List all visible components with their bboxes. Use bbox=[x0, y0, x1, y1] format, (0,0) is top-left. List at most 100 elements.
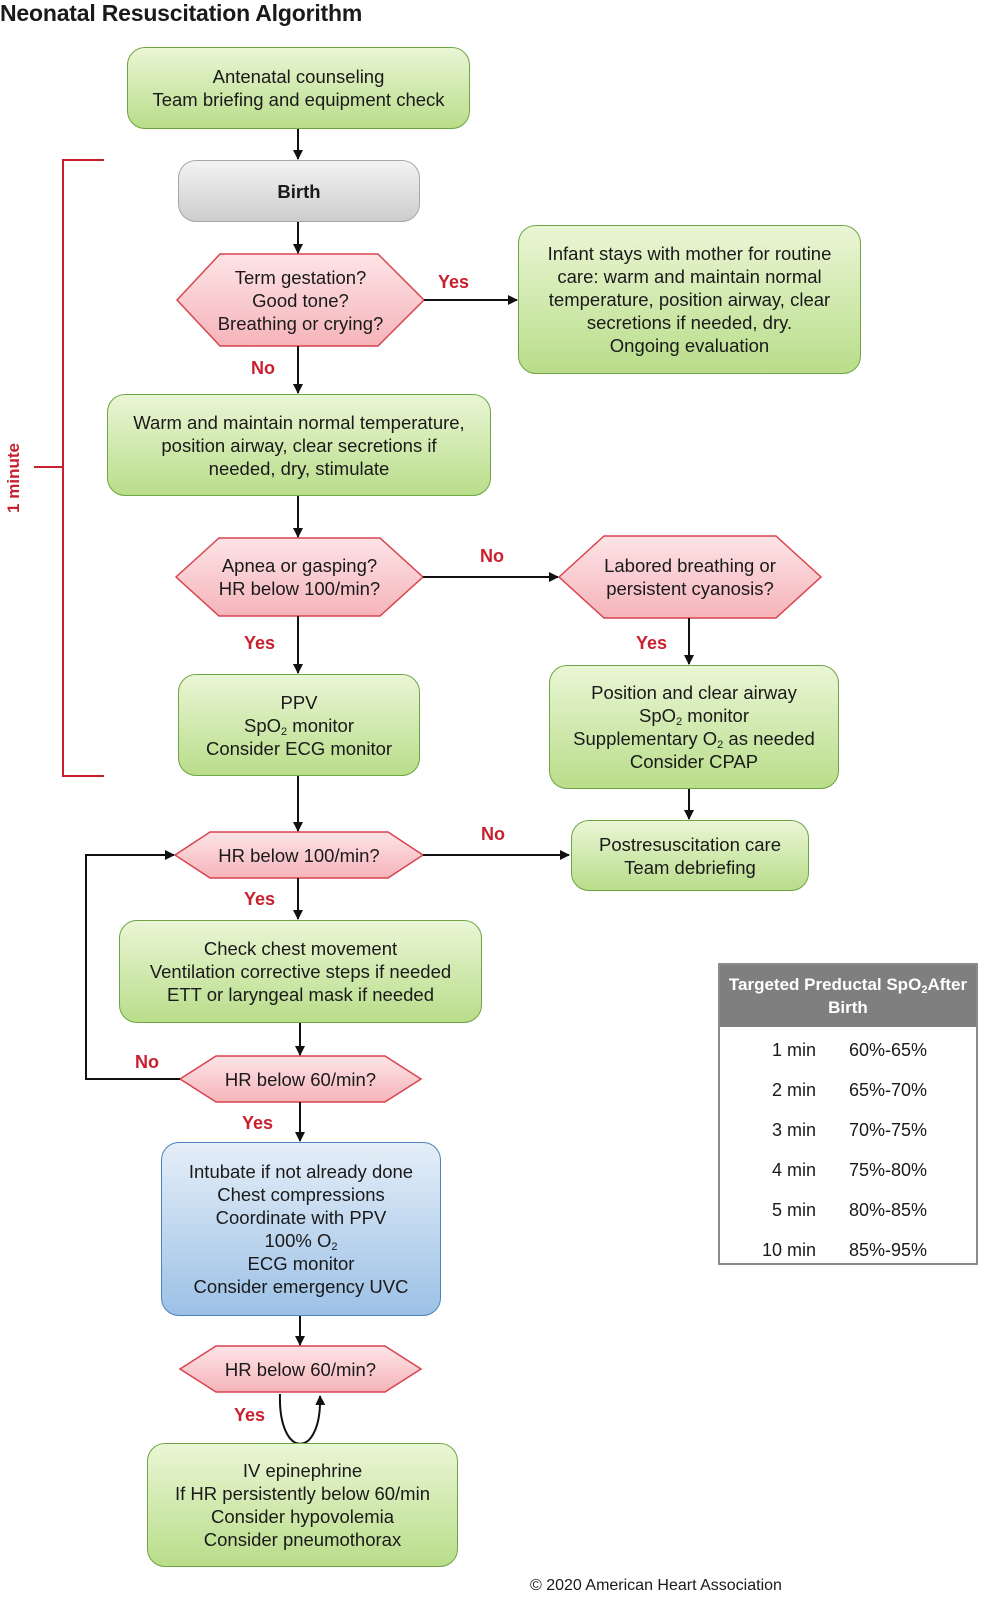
node-line: position airway, clear secretions if bbox=[161, 434, 437, 456]
node-line: Term gestation? bbox=[234, 266, 367, 288]
node-line: needed, dry, stimulate bbox=[208, 457, 390, 479]
label-hr60-first-no: No bbox=[135, 1052, 159, 1072]
node-line: Antenatal counseling bbox=[212, 66, 385, 87]
node-line: Team briefing and equipment check bbox=[152, 89, 445, 110]
node-line: Intubate if not already done bbox=[188, 1161, 414, 1182]
decision-apnea: Apnea or gasping?HR below 100/min? bbox=[176, 538, 423, 616]
node-line: Targeted Preductal SpO2 bbox=[728, 975, 928, 996]
node-line: SpO2 monitor bbox=[639, 705, 749, 728]
node-line: ETT or laryngeal mask if needed bbox=[166, 984, 434, 1005]
spo2-table-header: Targeted Preductal SpO2After Birth bbox=[720, 965, 976, 1027]
decision-term-gestation: Term gestation?Good tone?Breathing or cr… bbox=[177, 254, 424, 346]
node-line: secretions if needed, dry. bbox=[586, 312, 793, 333]
node-line: Team debriefing bbox=[624, 856, 756, 878]
table-row: 1 min 60%-65% bbox=[720, 1030, 976, 1070]
time-cell: 2 min bbox=[771, 1079, 816, 1100]
table-row: 2 min 65%-70% bbox=[720, 1070, 976, 1110]
node-line: If HR persistently below 60/min bbox=[175, 1483, 430, 1504]
node-line: PPV bbox=[280, 691, 318, 713]
table-row: 4 min 75%-80% bbox=[720, 1150, 976, 1190]
range-cell: 80%-85% bbox=[848, 1199, 928, 1220]
birth-box: Birth bbox=[178, 160, 420, 222]
node-line: Chest compressions bbox=[217, 1184, 385, 1205]
node-line: Consider hypovolemia bbox=[210, 1506, 395, 1527]
copyright-notice: © 2020 American Heart Association bbox=[530, 1577, 782, 1594]
node-line: HR below 60/min? bbox=[224, 1358, 377, 1380]
label-term-yes: Yes bbox=[438, 272, 470, 292]
node-line: Position and clear airway bbox=[591, 682, 797, 703]
range-cell: 65%-70% bbox=[848, 1079, 928, 1100]
node-line: Supplementary O2 as needed bbox=[573, 728, 815, 751]
node-line: Consider pneumothorax bbox=[203, 1529, 402, 1550]
spo2-table-body: 1 min 60%-65% 2 min 65%-70% 3 min 70%-75% 4… bbox=[720, 1027, 976, 1270]
label-apnea-yes: Yes bbox=[244, 633, 276, 653]
time-cell: 4 min bbox=[771, 1159, 816, 1180]
label-apnea-no: No bbox=[480, 546, 504, 566]
time-cell: 3 min bbox=[771, 1119, 816, 1140]
range-cell: 70%-75% bbox=[848, 1119, 928, 1140]
label-hr100-yes: Yes bbox=[244, 889, 276, 909]
spo2-target-table: Targeted Preductal SpO2After Birth 1 min… bbox=[718, 963, 978, 1265]
node-line: Check chest movement bbox=[203, 938, 398, 959]
node-line: ECG monitor bbox=[247, 1253, 355, 1274]
node-line: Consider CPAP bbox=[629, 751, 759, 772]
node-line: Labored breathing or bbox=[604, 555, 776, 576]
node-line: IV epinephrine bbox=[242, 1460, 363, 1481]
decision-shapes bbox=[173, 253, 823, 1393]
node-line: HR below 100/min? bbox=[218, 578, 381, 599]
node-line: Consider ECG monitor bbox=[205, 737, 393, 759]
label-hr100-no: No bbox=[481, 824, 505, 844]
range-cell: 75%-80% bbox=[848, 1159, 928, 1180]
node-line: HR below 100/min? bbox=[218, 844, 380, 866]
label-labored-yes: Yes bbox=[636, 633, 668, 653]
range-cell: 60%-65% bbox=[848, 1039, 928, 1060]
one-minute-label: 1 minute bbox=[4, 443, 23, 513]
node-line: After Birth bbox=[828, 975, 968, 1017]
node-line: Coordinate with PPV bbox=[215, 1207, 387, 1228]
node-line: Ventilation corrective steps if needed bbox=[149, 961, 452, 982]
label-term-no: No bbox=[251, 358, 275, 378]
label-hr60-second-yes: Yes bbox=[234, 1405, 266, 1425]
decision-hr-below-100: HR below 100/min? bbox=[175, 832, 423, 878]
node-line: Good tone? bbox=[252, 289, 349, 311]
node-line: temperature, position airway, clear bbox=[548, 289, 831, 310]
node-line: Breathing or crying? bbox=[217, 312, 384, 334]
node-line: care: warm and maintain normal bbox=[557, 266, 822, 287]
node-line: SpO2 monitor bbox=[244, 714, 354, 738]
initial-steps-box: Warm and maintain normal temperature,pos… bbox=[107, 394, 491, 496]
node-line: Consider emergency UVC bbox=[193, 1276, 409, 1297]
node-line: HR below 60/min? bbox=[224, 1068, 377, 1090]
node-line: Birth bbox=[277, 180, 321, 202]
node-line: Apnea or gasping? bbox=[221, 555, 378, 576]
table-row: 10 min 85%-95% bbox=[720, 1230, 976, 1270]
node-line: Warm and maintain normal temperature, bbox=[133, 411, 465, 433]
node-line: Infant stays with mother for routine bbox=[547, 243, 832, 264]
decision-hr-below-60-second: HR below 60/min? bbox=[180, 1346, 421, 1392]
arrows bbox=[85, 129, 694, 1445]
node-line: Ongoing evaluation bbox=[609, 335, 770, 356]
one-minute-bracket bbox=[34, 159, 104, 777]
range-cell: 85%-95% bbox=[848, 1239, 928, 1260]
time-cell: 1 min bbox=[771, 1039, 816, 1060]
node-line: Postresuscitation care bbox=[598, 833, 781, 855]
node-line: 100% O2 bbox=[264, 1230, 338, 1253]
page-title: Neonatal Resuscitation Algorithm bbox=[0, 0, 363, 26]
decision-hr60-first-shape bbox=[178, 1055, 423, 1103]
label-hr60-first-yes: Yes bbox=[242, 1113, 274, 1133]
table-row: 3 min 70%-75% bbox=[720, 1110, 976, 1150]
time-cell: 10 min bbox=[761, 1239, 816, 1260]
decision-hr-below-60-first: HR below 60/min? bbox=[180, 1056, 421, 1102]
node-line: persistent cyanosis? bbox=[606, 578, 774, 599]
decision-labored-shape bbox=[557, 535, 823, 619]
